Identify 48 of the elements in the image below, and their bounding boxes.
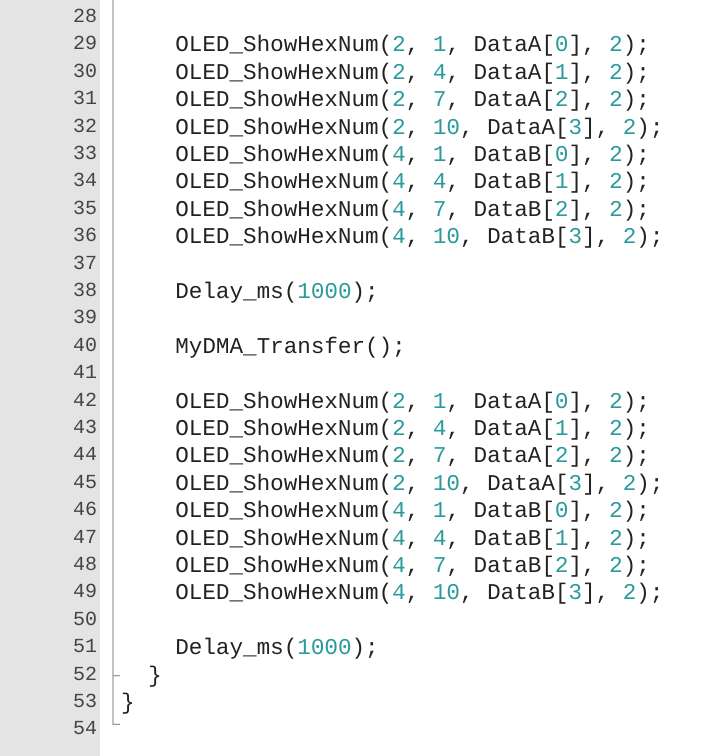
- line-number: 53: [72, 691, 97, 715]
- code-line: }: [148, 664, 162, 688]
- code-line: OLED_ShowHexNum(4, 4, DataB[1], 2);: [175, 526, 650, 551]
- line-number: 31: [72, 88, 97, 112]
- line-number: 49: [72, 581, 97, 606]
- line-number: 51: [72, 636, 97, 660]
- code-line: OLED_ShowHexNum(2, 4, DataA[1], 2);: [175, 60, 650, 85]
- line-number: 46: [72, 499, 97, 524]
- line-number: 47: [72, 526, 97, 551]
- line-number: 32: [72, 116, 97, 140]
- line-number: 39: [72, 307, 97, 332]
- line-number: 36: [72, 225, 97, 250]
- line-number: 52: [72, 664, 97, 688]
- line-number: 43: [72, 417, 97, 441]
- code-line: OLED_ShowHexNum(4, 7, DataB[2], 2);: [175, 198, 650, 222]
- line-number: 41: [72, 362, 97, 386]
- line-number: 42: [72, 390, 97, 414]
- code-line: OLED_ShowHexNum(4, 10, DataB[3], 2);: [175, 225, 664, 250]
- line-number: 44: [72, 444, 97, 468]
- line-number: 35: [72, 198, 97, 222]
- code-line: OLED_ShowHexNum(4, 10, DataB[3], 2);: [175, 581, 664, 606]
- line-number: 34: [72, 170, 97, 194]
- code-line: OLED_ShowHexNum(4, 1, DataB[0], 2);: [175, 499, 650, 524]
- code-line: MyDMA_Transfer();: [175, 334, 406, 359]
- code-line: OLED_ShowHexNum(2, 4, DataA[1], 2);: [175, 417, 650, 441]
- line-number: 29: [72, 33, 97, 58]
- code-line: OLED_ShowHexNum(2, 1, DataA[0], 2);: [175, 33, 650, 58]
- line-number: 28: [72, 6, 97, 30]
- code-line: OLED_ShowHexNum(4, 4, DataB[1], 2);: [175, 170, 650, 194]
- code-line: OLED_ShowHexNum(2, 10, DataA[3], 2);: [175, 116, 664, 140]
- code-line: OLED_ShowHexNum(4, 7, DataB[2], 2);: [175, 554, 650, 578]
- line-number: 38: [72, 280, 97, 304]
- line-number: 30: [72, 60, 97, 85]
- line-number: 45: [72, 472, 97, 496]
- line-number: 48: [72, 554, 97, 578]
- line-number: 33: [72, 143, 97, 167]
- code-line: Delay_ms(1000);: [175, 636, 379, 660]
- line-number: 50: [72, 608, 97, 633]
- code-line: OLED_ShowHexNum(4, 1, DataB[0], 2);: [175, 143, 650, 167]
- line-number: 37: [72, 252, 97, 277]
- code-line: OLED_ShowHexNum(2, 1, DataA[0], 2);: [175, 390, 650, 414]
- code-line: OLED_ShowHexNum(2, 7, DataA[2], 2);: [175, 444, 650, 468]
- code-line: Delay_ms(1000);: [175, 280, 379, 304]
- line-number: 54: [72, 718, 97, 742]
- code-line: }: [121, 691, 135, 715]
- code-line: OLED_ShowHexNum(2, 10, DataA[3], 2);: [175, 472, 664, 496]
- line-number: 40: [72, 334, 97, 359]
- code-line: OLED_ShowHexNum(2, 7, DataA[2], 2);: [175, 88, 650, 112]
